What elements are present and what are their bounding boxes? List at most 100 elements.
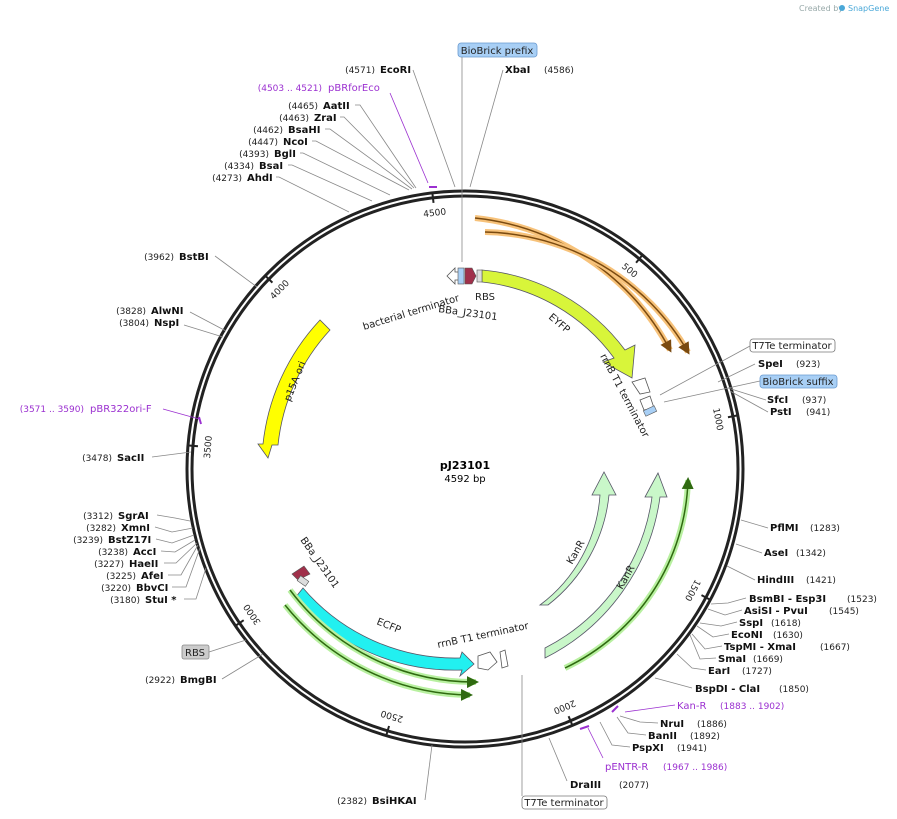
site-bsihkai[interactable]: (2382)BsiHKAI — [337, 796, 417, 807]
svg-text:SpeI: SpeI — [758, 359, 783, 370]
site-bstz17i[interactable]: (3239)BstZ17I — [73, 535, 151, 546]
leader-aatii — [355, 104, 417, 189]
biobrick-prefix-block[interactable] — [457, 267, 465, 285]
svg-text:(4503 .. 4521): (4503 .. 4521) — [258, 84, 322, 94]
svg-text:PspXI: PspXI — [632, 743, 664, 754]
site-ncoi[interactable]: (4447)NcoI — [248, 137, 308, 148]
site-stui[interactable]: (3180)StuI * — [110, 595, 177, 606]
t7te-terminator-right-label[interactable]: T7Te terminator — [749, 338, 836, 353]
leader-kan-r — [624, 704, 676, 713]
site-sfci[interactable]: SfcI(937) — [767, 395, 826, 406]
leader-alwni — [189, 311, 227, 332]
p15a-ori-feature[interactable] — [257, 319, 331, 459]
site-pbrforeco[interactable]: (4503 .. 4521)pBRforEco — [258, 83, 380, 94]
svg-text:(923): (923) — [796, 360, 820, 370]
site-ahdi[interactable]: (4273)AhdI — [212, 173, 273, 184]
site-bsahi[interactable]: (4462)BsaHI — [253, 125, 320, 136]
rbs-left-label[interactable]: RBS — [181, 644, 210, 660]
eyfp-feature[interactable] — [481, 269, 636, 379]
svg-text:(1618): (1618) — [771, 619, 801, 629]
site-psti[interactable]: PstI(941) — [770, 407, 830, 418]
site-sacii[interactable]: (3478)SacII — [82, 453, 144, 464]
rrnb-terminator-bottom-1[interactable] — [477, 651, 498, 671]
site-eari[interactable]: EarI(1727) — [708, 666, 772, 677]
site-pbr322ori-f[interactable]: (3571 .. 3590)pBR322ori-F — [20, 404, 152, 415]
svg-text:NspI: NspI — [154, 318, 179, 329]
site-bmgbi[interactable]: (2922)BmgBI — [145, 675, 216, 686]
svg-text:(1630): (1630) — [773, 631, 803, 641]
site-haeii[interactable]: (3227)HaeII — [94, 559, 158, 570]
leader-sspi — [699, 621, 738, 627]
kanr-outer-feature[interactable] — [544, 472, 668, 659]
site-draiii[interactable]: DraIII(2077) — [570, 780, 649, 791]
svg-text:(1850): (1850) — [779, 685, 809, 695]
kanr-inner-feature[interactable] — [538, 471, 617, 606]
site-bbvci[interactable]: (3220)BbvCI — [101, 583, 168, 594]
leader-banii — [616, 716, 647, 736]
site-ecori[interactable]: (4571)EcoRI — [345, 65, 411, 76]
rbs-bottom-feature[interactable] — [296, 575, 310, 587]
svg-text:EarI: EarI — [708, 666, 730, 677]
site-spei[interactable]: SpeI (923) — [758, 359, 820, 370]
site-bspdi-clai[interactable]: BspDI - ClaI (1850) — [695, 684, 809, 695]
t7te-terminator-bottom-label[interactable]: T7Te terminator — [521, 795, 608, 810]
rrnb-t1-terminator-bottom-label: rrnB T1 terminator — [436, 621, 530, 651]
site-aatii[interactable]: (4465)AatII — [288, 101, 350, 112]
site-sgrai[interactable]: (3312)SgrAI — [83, 511, 149, 522]
biobrick-suffix-label[interactable]: BioBrick suffix — [759, 374, 838, 389]
biobrick-prefix-label[interactable]: BioBrick prefix — [457, 42, 538, 58]
site-pentr-r[interactable]: pENTR-R(1967 .. 1986) — [605, 762, 727, 773]
site-xmni[interactable]: (3282)XmnI — [86, 523, 150, 534]
site-bsmbi-esp3i[interactable]: BsmBI - Esp3I(1523) — [749, 594, 877, 605]
svg-text:(3571 .. 3590): (3571 .. 3590) — [20, 405, 84, 415]
leader-bsihkai — [424, 744, 433, 801]
site-pflmi[interactable]: PflMI(1283) — [770, 523, 840, 534]
tick-mark-1500 — [701, 594, 710, 601]
svg-text:HindIII: HindIII — [757, 575, 794, 586]
svg-text:DraIII: DraIII — [570, 780, 601, 791]
biobrick-suffix-block[interactable] — [642, 405, 658, 417]
bba-j23101-bottom-feature[interactable] — [291, 565, 311, 581]
site-bstbi[interactable]: (3962)BstBI — [144, 252, 209, 263]
site-zrai[interactable]: (4463)ZraI — [279, 113, 337, 124]
rrnb-terminator-bottom-2[interactable] — [499, 649, 509, 669]
svg-text:Kan-R: Kan-R — [677, 701, 706, 712]
site-econi[interactable]: EcoNI(1630) — [731, 630, 803, 641]
watermark-created-by: Created by — [799, 4, 843, 13]
site-nrui[interactable]: NruI(1886) — [660, 719, 727, 730]
bba-j23101-top-label: BBa_J23101 — [438, 304, 499, 323]
svg-text:AlwNI: AlwNI — [151, 306, 184, 317]
kan-r-primer-mark — [611, 705, 619, 713]
site-xbai[interactable]: XbaI(4586) — [505, 65, 574, 76]
site-smai[interactable]: SmaI(1669) — [718, 654, 783, 665]
site-hindiii[interactable]: HindIII(1421) — [757, 575, 836, 586]
site-alwni[interactable]: (3828)AlwNI — [116, 306, 183, 317]
svg-text:pENTR-R: pENTR-R — [605, 762, 648, 773]
leader-bspdi — [654, 677, 693, 689]
site-tspmi-xmai[interactable]: TspMI - XmaI(1667) — [724, 642, 850, 653]
site-asei[interactable]: AseI(1342) — [764, 548, 826, 559]
svg-text:(3220): (3220) — [101, 584, 131, 594]
site-sspi[interactable]: SspI(1618) — [739, 618, 801, 629]
site-asisi-pvui[interactable]: AsiSI - PvuI(1545) — [744, 606, 859, 617]
rbs-top-feature[interactable] — [476, 269, 483, 283]
svg-text:AatII: AatII — [323, 101, 350, 112]
leader-eari — [676, 653, 707, 671]
site-pspxi[interactable]: PspXI(1941) — [632, 743, 707, 754]
svg-text:(4571): (4571) — [345, 66, 375, 76]
svg-text:BanII: BanII — [648, 731, 677, 742]
bba-j23101-top-feature[interactable] — [464, 267, 477, 285]
snapgene-logo-icon — [839, 5, 845, 11]
site-nspi[interactable]: (3804)NspI — [119, 318, 179, 329]
site-acci[interactable]: (3238)AccI — [98, 547, 156, 558]
site-afei[interactable]: (3225)AfeI — [106, 571, 164, 582]
svg-text:(3478): (3478) — [82, 454, 112, 464]
svg-text:SmaI: SmaI — [718, 654, 746, 665]
site-banii[interactable]: BanII(1892) — [648, 731, 720, 742]
rrnb-terminator-right-1[interactable] — [631, 377, 651, 395]
site-kan-r[interactable]: Kan-R(1883 .. 1902) — [677, 701, 784, 712]
site-bgli[interactable]: (4393)BglI — [239, 149, 296, 160]
svg-text:BspDI - ClaI: BspDI - ClaI — [695, 684, 760, 695]
site-bsai[interactable]: (4334)BsaI — [224, 161, 283, 172]
